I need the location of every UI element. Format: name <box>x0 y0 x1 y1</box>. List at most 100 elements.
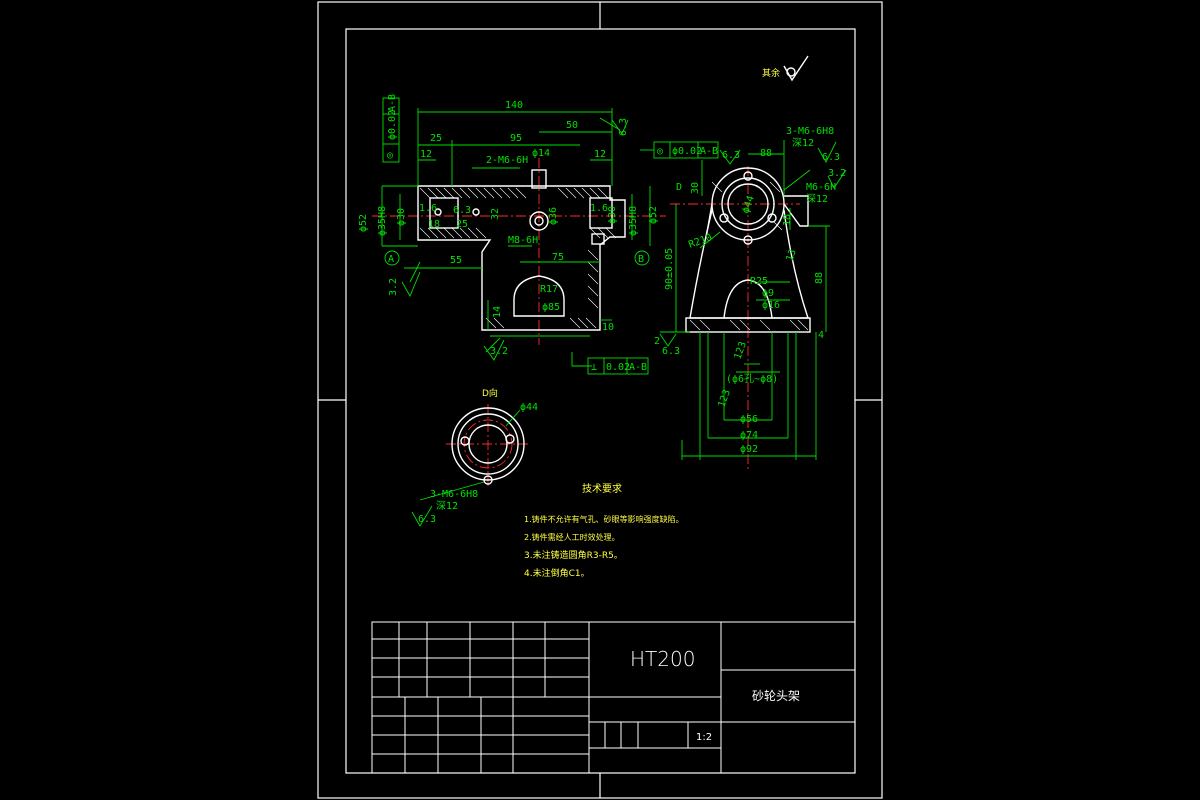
title-block-grid <box>372 622 855 773</box>
d-view-hole-1 <box>460 436 470 446</box>
dim-1-6-left: 1.6 <box>419 203 437 214</box>
right-bore <box>589 197 613 229</box>
roughness-bottom-value: 3.2 <box>490 346 508 357</box>
side-dim-123a: 123 <box>732 340 749 361</box>
dim-phi85: ϕ85 <box>542 302 560 313</box>
dim-95: 95 <box>510 133 522 144</box>
side-dim-phi9: ϕ9 <box>762 288 774 299</box>
front-dimension-lines <box>381 108 651 367</box>
gdt-right-datum: A-B <box>700 146 718 157</box>
side-dim-phi44: ϕ44 <box>740 194 757 215</box>
dim-phi35-right: ϕ35H8 <box>628 206 639 236</box>
dim-75: 75 <box>552 252 564 263</box>
tech-req-heading: 技术要求 <box>582 482 622 495</box>
datum-b-circle <box>634 250 650 266</box>
front-body-outline <box>417 185 626 331</box>
dim-phi52-right: ϕ52 <box>648 206 659 224</box>
gdt-bottom-symbol: ⊥ <box>591 362 597 373</box>
side-thread-3m6: 3-M6-6H8 <box>786 126 834 137</box>
dim-18: 18 <box>428 219 440 230</box>
side-dim-88: 88 <box>760 148 772 159</box>
d-view-hole-2 <box>505 434 515 444</box>
d-view-hole-3 <box>483 475 493 485</box>
outer-border <box>317 1 883 799</box>
side-base-hatching <box>689 319 809 331</box>
d-view-label: D向 <box>482 387 498 399</box>
side-dim-30: 30 <box>690 182 701 194</box>
side-dim-4: 4 <box>818 330 824 341</box>
side-view: 3-M6-6H8 深12 88 30 ϕ44 M6-6H 深12 18 R210… <box>654 126 847 470</box>
material-label: HT200 <box>630 647 695 671</box>
gdt-bottom-value: 0.02 <box>606 362 630 373</box>
dim-r17: R17 <box>540 284 558 295</box>
roughness-side-top-value: 6.3 <box>722 150 740 161</box>
general-roughness: 其余 <box>762 55 809 82</box>
side-pin-hole <box>743 235 753 245</box>
gdt-left-value: ϕ0.02 <box>387 110 398 140</box>
side-dim-phi16: ϕ16 <box>762 300 780 311</box>
datum-a-label: A <box>388 254 394 265</box>
tech-req-item-4: 4.未注倒角C1。 <box>524 567 590 579</box>
roughness-side-lug-value: 3.2 <box>828 168 846 179</box>
dim-12-left: 12 <box>420 149 432 160</box>
dim-140: 140 <box>505 100 523 111</box>
roughness-top-value: 6.3 <box>618 118 629 136</box>
side-thread-hole-right <box>767 213 777 223</box>
d-view-phi44: ϕ44 <box>520 402 538 413</box>
dim-10: 10 <box>602 322 614 333</box>
gdt-right-symbol: ◎ <box>657 146 663 157</box>
dim-phi30-left: ϕ30 <box>396 208 407 226</box>
d-view-depth: 深12 <box>436 500 458 512</box>
dim-32: 32 <box>490 208 501 220</box>
part-name: 砂轮头架 <box>752 689 800 703</box>
m8-boss <box>591 233 605 245</box>
side-depth-12b: 深12 <box>806 193 828 205</box>
d-view-outer-circle <box>451 407 525 481</box>
roughness-mark-left <box>401 271 421 298</box>
side-dim-phi92: ϕ92 <box>740 444 758 455</box>
dim-1-6-right: 1.6 <box>590 203 608 214</box>
gdt-left-symbol: ◎ <box>387 150 393 161</box>
roughness-remaining-label: 其余 <box>762 67 780 79</box>
side-dim-phi74: ϕ74 <box>740 430 758 441</box>
dim-25: 25 <box>430 133 442 144</box>
d-view: D向 ϕ44 3-M6-6H8 深12 6.3 <box>411 387 538 527</box>
datum-b-label: B <box>638 254 644 265</box>
roughness-mark-side-right <box>817 141 837 163</box>
roughness-mark-bottom <box>483 339 505 361</box>
top-boss <box>531 169 547 189</box>
roughness-mark-side-base <box>659 333 677 347</box>
d-view-leader-thread <box>419 481 485 501</box>
drawing-frame <box>317 1 883 799</box>
gdt-bottom-datum: A-B <box>629 362 647 373</box>
roughness-symbol <box>783 55 809 82</box>
side-dim-r25: R25 <box>750 276 768 287</box>
dim-phi36: ϕ36 <box>548 207 559 225</box>
d-view-thread: 3-M6-6H8 <box>430 489 478 500</box>
thread-m8: M8-6H <box>508 235 538 246</box>
thread-2m6: 2-M6-6H <box>486 155 528 166</box>
m6-hole-right <box>472 208 480 216</box>
cross-hole-inner <box>534 216 544 226</box>
title-block: HT200 砂轮头架 1:2 <box>371 621 856 774</box>
side-dim-88b: 88 <box>814 272 825 284</box>
side-dim-123b: 123 <box>716 388 733 409</box>
gdt-left-datum: A-B <box>387 94 398 112</box>
roughness-symbol-circle <box>786 67 796 77</box>
side-dim-18: 18 <box>782 214 793 226</box>
roughness-side-base-value: 6.3 <box>662 346 680 357</box>
tech-req-item-2: 2.铸件需经人工时效处理。 <box>524 532 620 542</box>
side-base <box>685 317 811 333</box>
left-bore <box>429 197 459 229</box>
side-dim-2: 2 <box>654 336 660 347</box>
dim-14: 14 <box>492 306 503 318</box>
front-view: 140 25 95 50 12 12 2-M6-6H ϕ14 ϕ36 ϕ52 ϕ… <box>358 100 666 367</box>
dim-phi30-right: ϕ30 <box>607 206 618 224</box>
dim-12-right: 12 <box>594 149 606 160</box>
gdt-frame-right: ◎ ϕ0.02 A-B <box>640 141 719 159</box>
side-thread-hole-top <box>743 171 753 181</box>
roughness-side-right-value: 6.3 <box>822 152 840 163</box>
gdt-frame-bottom: ⊥ 0.02 A-B <box>587 357 649 375</box>
side-dimension-lines <box>660 140 830 460</box>
